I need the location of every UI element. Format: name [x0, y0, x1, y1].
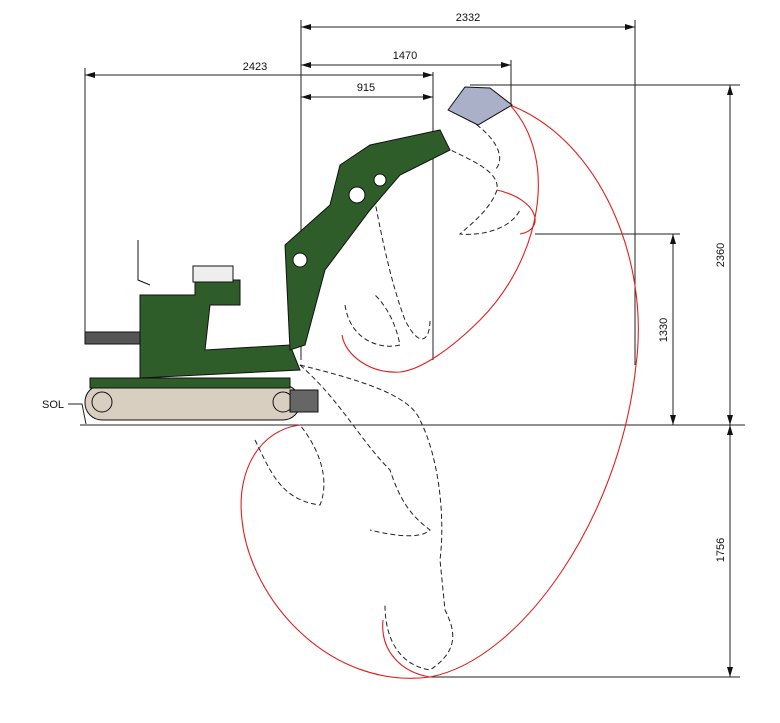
dim-2332: 2332 — [301, 12, 635, 30]
seat — [137, 240, 151, 286]
svg-text:2360: 2360 — [715, 243, 727, 267]
counterweight-bar — [84, 331, 146, 345]
dim-1330: 1330 — [658, 234, 676, 425]
boom — [284, 129, 451, 351]
dim-1756: 1756 — [715, 425, 733, 677]
upper-structure — [139, 279, 301, 379]
bucket — [447, 86, 513, 126]
svg-text:915: 915 — [357, 82, 375, 94]
svg-text:SOL: SOL — [42, 399, 64, 411]
svg-text:2423: 2423 — [243, 61, 267, 73]
dozer-blade — [289, 389, 319, 413]
dim-1470: 1470 — [301, 50, 511, 68]
excavator — [84, 86, 513, 421]
svg-text:1756: 1756 — [715, 538, 727, 562]
dim-915: 915 — [301, 82, 433, 100]
ground-label: SOL — [42, 399, 87, 425]
working-envelope — [240, 104, 639, 679]
dim-2423: 2423 — [85, 61, 433, 78]
ghost-positions — [254, 119, 521, 671]
dim-2360: 2360 — [715, 85, 733, 425]
svg-text:2332: 2332 — [456, 12, 480, 24]
control-box — [192, 265, 234, 283]
svg-text:1330: 1330 — [658, 318, 670, 342]
svg-text:1470: 1470 — [393, 50, 417, 62]
track — [84, 377, 301, 421]
